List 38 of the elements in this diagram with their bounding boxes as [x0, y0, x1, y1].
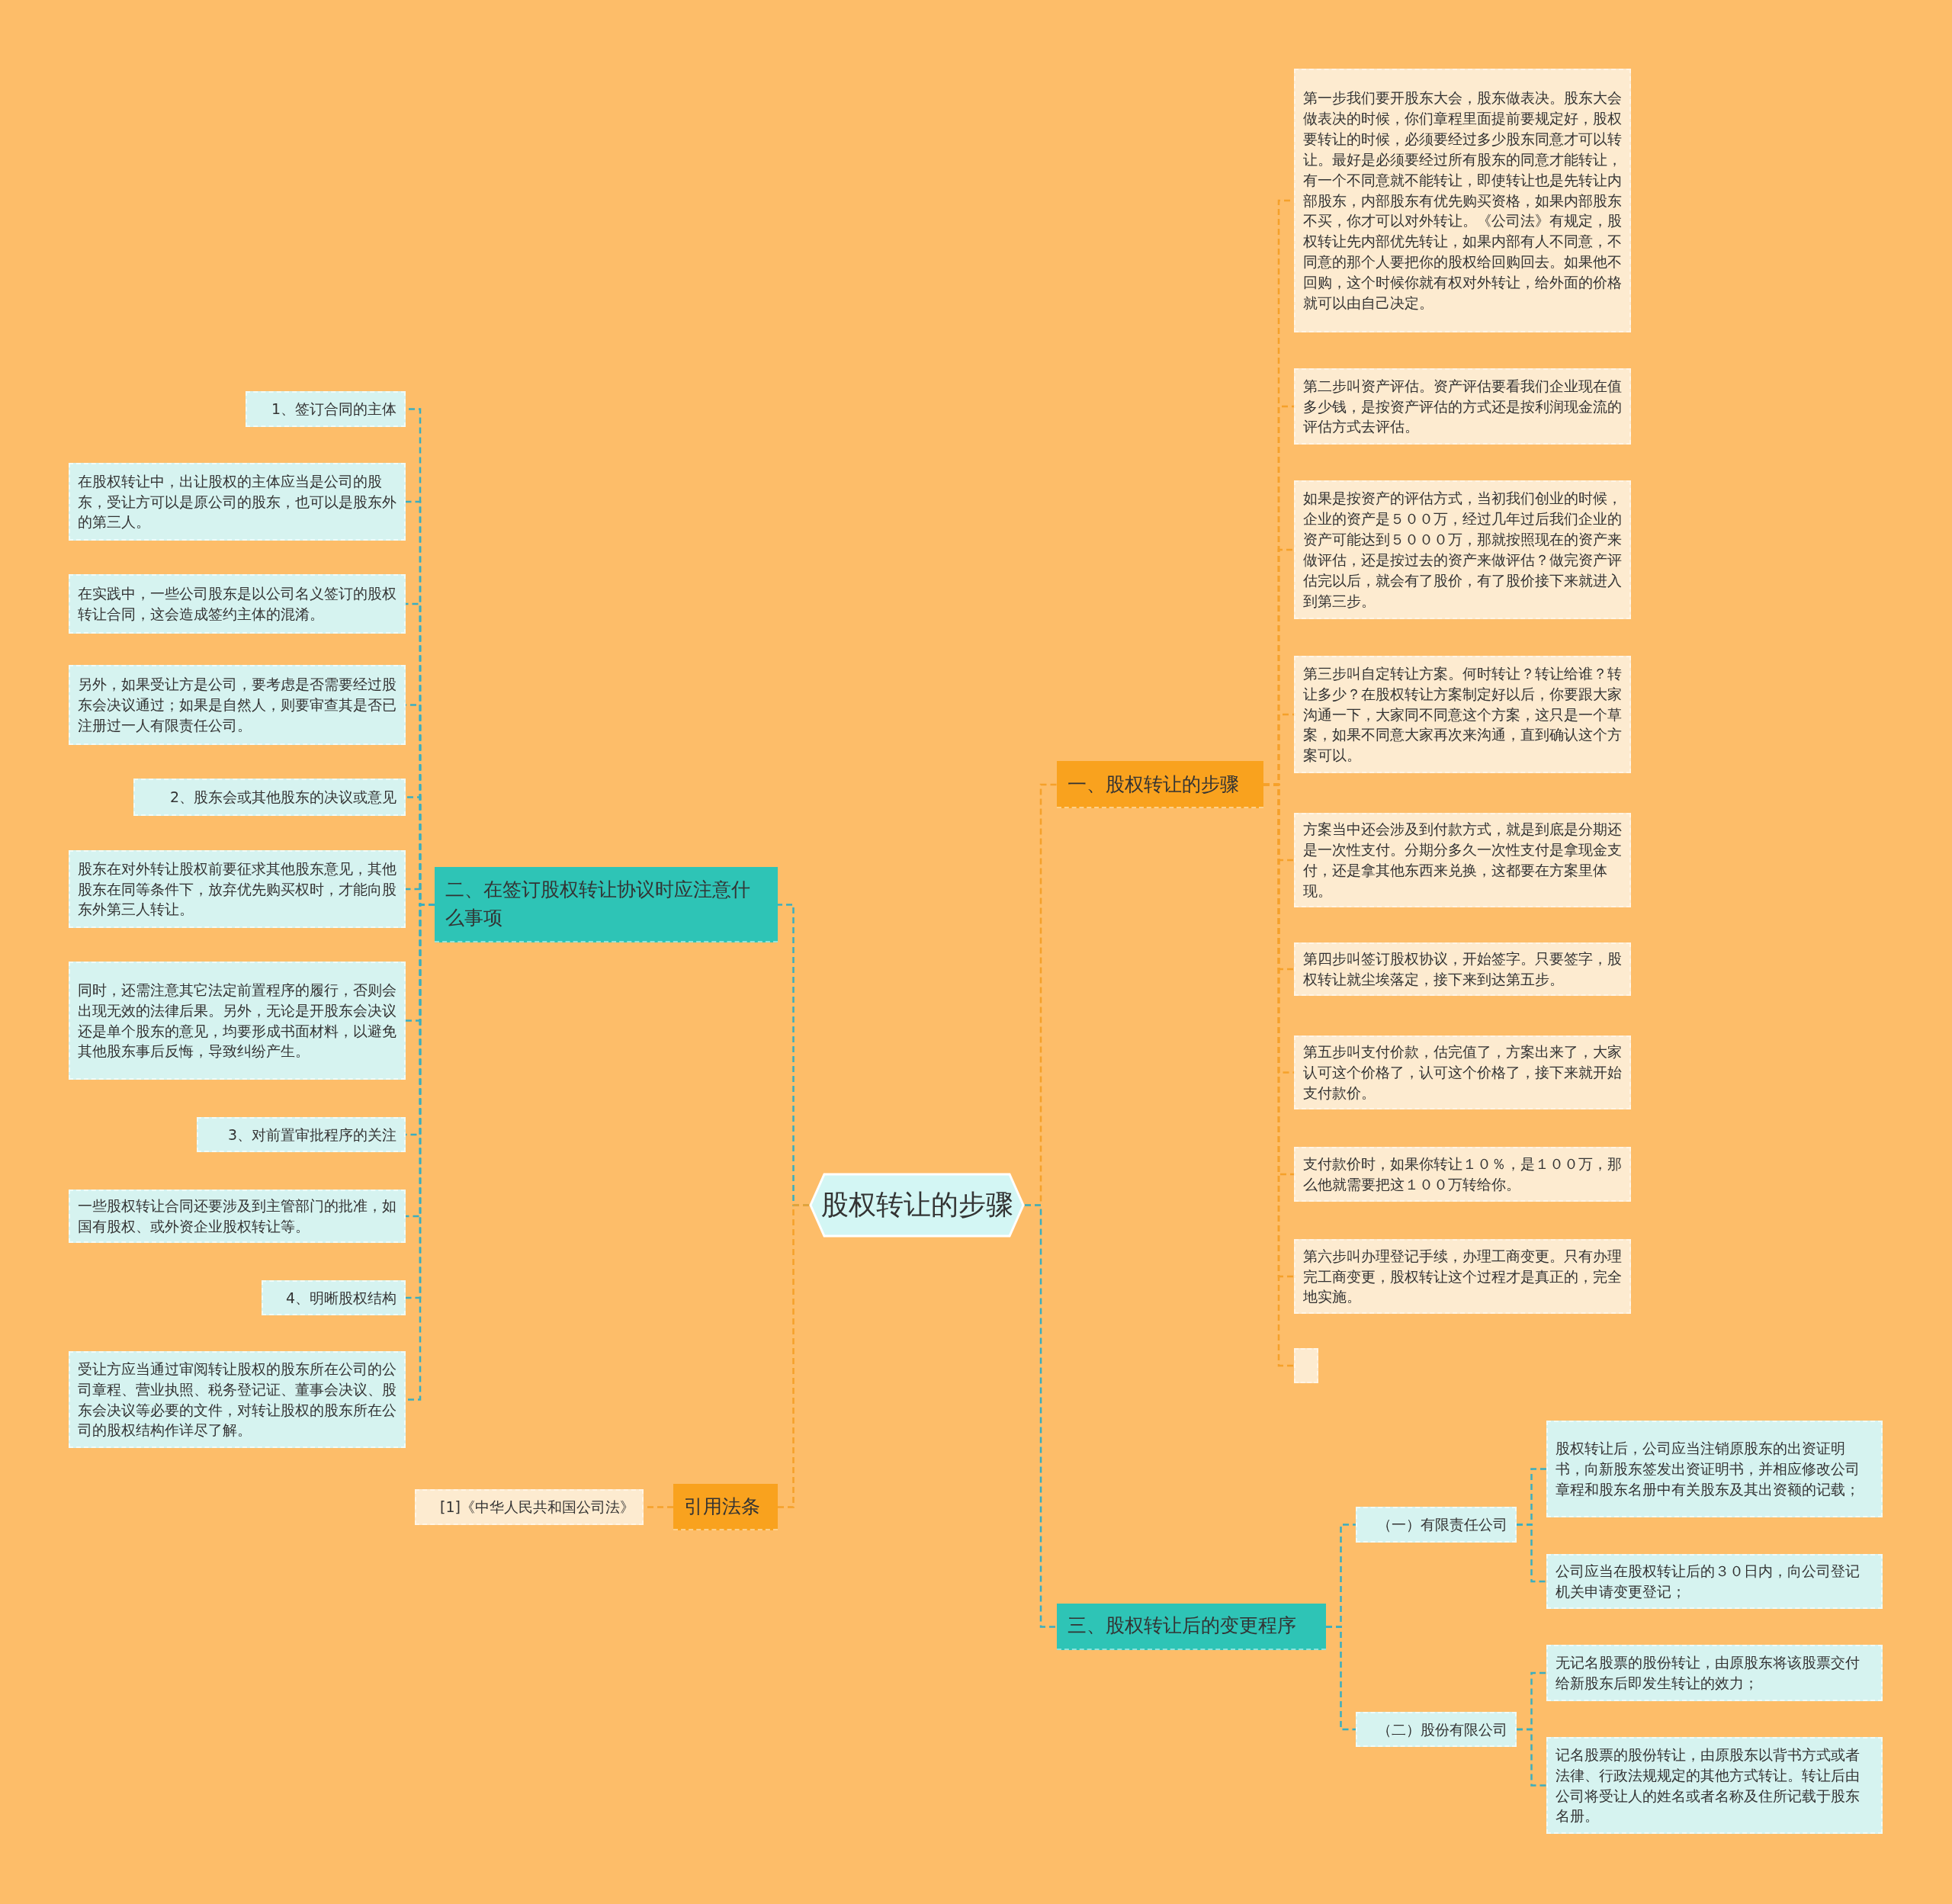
note-box: [1]《中华人民共和国公司法》 [415, 1489, 644, 1525]
empty-box [1294, 1348, 1318, 1383]
note-box: 方案当中还会涉及到付款方式，就是到底是分期还是一次性支付。分期分多久一次性支付是拿现金支付，还是拿其他东西来兑换，这都要在方案里体现。 [1294, 813, 1631, 907]
note-box: 如果是按资产的评估方式，当初我们创业的时候，企业的资产是５００万，经过几年过后我们企业的资产可能达到５０００万，那就按照现在的资产来做评估，还是按过去的资产来做评估？做完资产评估完以后，就会有了股价，有了股价接下来就进入到第三步。 [1294, 480, 1631, 619]
note-box: 第六步叫办理登记手续，办理工商变更。只有办理完工商变更，股权转让这个过程才是真正的，完全地实施。 [1294, 1239, 1631, 1314]
note-box: 同时，还需注意其它法定前置程序的履行，否则会出现无效的法律后果。另外，无论是开股东会决议还是单个股东的意见，均要形成书面材料，以避免其他股东事后反悔，导致纠纷产生。 [69, 962, 406, 1080]
note-box: 另外，如果受让方是公司，要考虑是否需要经过股东会决议通过；如果是自然人，则要审查其是否已注册过一人有限责任公司。 [69, 665, 406, 745]
note-box: 公司应当在股权转让后的３０日内，向公司登记机关申请变更登记； [1546, 1554, 1883, 1609]
note-box: 第四步叫签订股权协议，开始签字。只要签字，股权转让就尘埃落定，接下来到达第五步。 [1294, 942, 1631, 996]
topic-box: 二、在签订股权转让协议时应注意什么事项 [435, 867, 778, 942]
note-box: （一）有限责任公司 [1356, 1507, 1517, 1543]
topic-box: 三、股权转让后的变更程序 [1057, 1604, 1326, 1650]
connector [1326, 1626, 1356, 1731]
note-box: 股东在对外转让股权前要征求其他股东意见，其他股东在同等条件下，放弃优先购买权时，才能向股东外第三人转让。 [69, 850, 406, 928]
central-topic: 股权转让的步骤 [809, 1173, 1025, 1238]
note-box: 一些股权转让合同还要涉及到主管部门的批准，如国有股权、或外资企业股权转让等。 [69, 1190, 406, 1243]
connector [1025, 1204, 1057, 1628]
topic-box: 一、股权转让的步骤 [1057, 761, 1263, 808]
connector [778, 1204, 809, 1508]
note-box: （二）股份有限公司 [1356, 1712, 1517, 1747]
note-box: 记名股票的股份转让，由原股东以背书方式或者法律、行政法规规定的其他方式转让。转让后由公司将受让人的姓名或者名称及住所记载于股东名册。 [1546, 1737, 1883, 1834]
note-box: 支付款价时，如果你转让１０％，是１００万，那么他就需要把这１００万转给你。 [1294, 1147, 1631, 1202]
note-box: 2、股东会或其他股东的决议或意见 [133, 779, 406, 816]
note-box: 股权转让后，公司应当注销原股东的出资证明书，向新股东签发出资证明书，并相应修改公司章程和股东名册中有关股东及其出资额的记载； [1546, 1421, 1883, 1517]
note-box: 第二步叫资产评估。资产评估要看我们企业现在值多少钱，是按资产评估的方式还是按利润现金流的评估方式去评估。 [1294, 368, 1631, 445]
note-box: 受让方应当通过审阅转让股权的股东所在公司的公司章程、营业执照、税务登记证、董事会决议、股东会决议等必要的文件，对转让股权的股东所在公司的股权结构作详尽了解。 [69, 1351, 406, 1448]
note-box: 3、对前置审批程序的关注 [197, 1117, 406, 1152]
note-box: 第五步叫支付价款，估完值了，方案出来了，大家认可这个价格了，认可这个价格了，接下来就开始支付款价。 [1294, 1035, 1631, 1109]
note-box: 1、签订合同的主体 [246, 391, 406, 427]
note-box: 无记名股票的股份转让，由原股东将该股票交付给新股东后即发生转让的效力； [1546, 1645, 1883, 1701]
note-box: 在实践中，一些公司股东是以公司名义签订的股权转让合同，这会造成签约主体的混淆。 [69, 574, 406, 634]
connector [1517, 1728, 1546, 1787]
note-box: 第一步我们要开股东大会，股东做表决。股东大会做表决的时候，你们章程里面提前要规定好，股权要转让的时候，必须要经过多少股东同意才可以转让。最好是必须要经过所有股东的同意才能转让，有一个不同意就不能转让，即使转让也是先转让内部股东，内部股东有优先购买资格，如果内部股东不买，你才可以对外转让。《公司法》有规定，股权转让先内部优先转让，如果内部有人不同意，不同意的那个人要把你的股权给回购回去。如果他不回购，这个时候你就有权对外转让，给外面的价格就可以由自己决定。 [1294, 69, 1631, 332]
topic-box: 引用法条 [673, 1484, 778, 1530]
note-box: 4、明晰股权结构 [262, 1280, 406, 1315]
connector [1517, 1524, 1546, 1583]
note-box: 在股权转让中，出让股权的主体应当是公司的股东，受让方可以是原公司的股东，也可以是股东外的第三人。 [69, 463, 406, 541]
note-box: 第三步叫自定转让方案。何时转让？转让给谁？转让多少？在股权转让方案制定好以后，你要跟大家沟通一下，大家同不同意这个方案，这只是一个草案，如果不同意大家再次来沟通，直到确认这个方案可以。 [1294, 656, 1631, 773]
